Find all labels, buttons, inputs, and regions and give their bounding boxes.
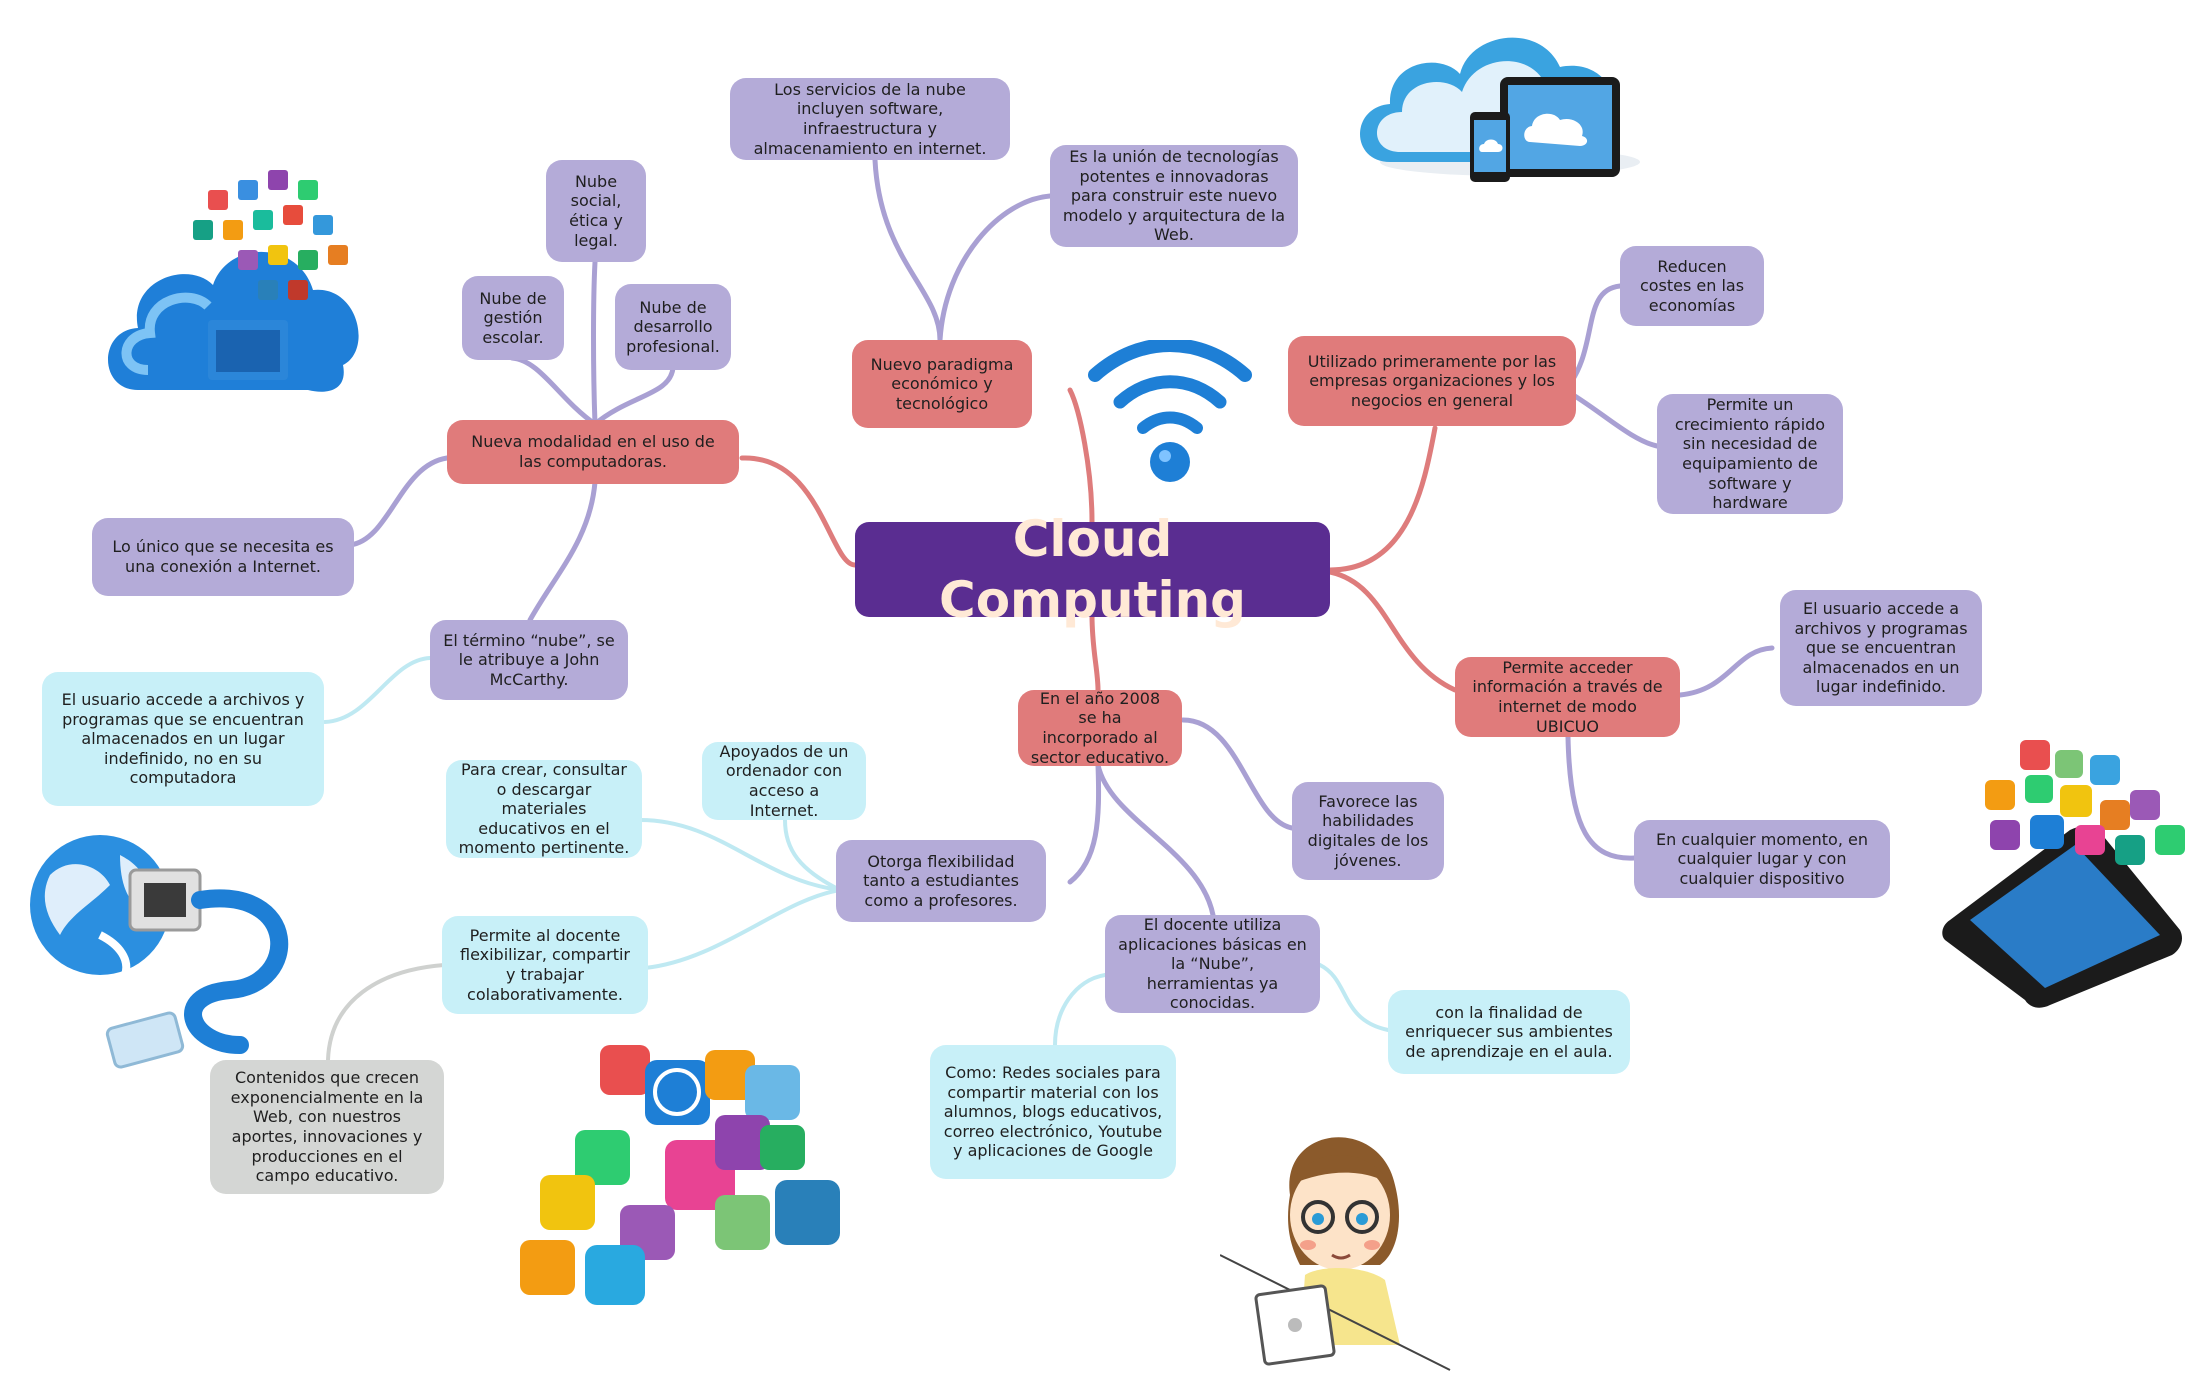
node-label: Nuevo paradigma económico y tecnológico (870, 354, 1014, 413)
node-finalidad-enriquecer: con la finalidad de enriquecer sus ambie… (1388, 990, 1630, 1074)
node-label: El término “nube”, se le atribuye a John… (443, 630, 615, 689)
node-label: Favorece las habilidades digitales de lo… (1307, 791, 1429, 870)
node-label: Permite acceder información a través de … (1472, 657, 1663, 736)
cyan-connectors (323, 656, 1390, 1047)
node-label: Los servicios de la nube incluyen softwa… (753, 79, 987, 158)
node-label: con la finalidad de enriquecer sus ambie… (1405, 1002, 1613, 1061)
node-label: Contenidos que crecen exponencialmente e… (230, 1068, 424, 1186)
node-label: Reducen costes en las economías (1639, 256, 1745, 315)
node-otorga-flexibilidad: Otorga flexibilidad tanto a estudiantes … (836, 840, 1046, 922)
node-label: El usuario accede a archivos y programas… (1794, 599, 1968, 697)
node-label: El usuario accede a archivos y programas… (61, 690, 305, 788)
node-label: Permite al docente flexibilizar, compart… (459, 925, 630, 1004)
node-cualquier-momento: En cualquier momento, en cualquier lugar… (1634, 820, 1890, 898)
app-icons-cluster-illustration (520, 1045, 850, 1305)
node-label: Nueva modalidad en el uso de las computa… (471, 432, 715, 471)
node-union-tecnologias: Es la unión de tecnologías potentes e in… (1050, 145, 1298, 247)
node-termino-nube: El término “nube”, se le atribuye a John… (430, 620, 628, 700)
node-como-redes: Como: Redes sociales para compartir mate… (930, 1045, 1176, 1179)
node-label: El docente utiliza aplicaciones básicas … (1118, 915, 1307, 1013)
central-topic-label: Cloud Computing (939, 509, 1246, 629)
node-nueva-modalidad: Nueva modalidad en el uso de las computa… (447, 420, 739, 484)
node-ano-2008: En el año 2008 se ha incorporado al sect… (1018, 688, 1182, 767)
girl-laptop-illustration (1219, 1105, 1470, 1375)
node-label: Nube de gestión escolar. (479, 288, 547, 347)
cloud-tablet-illustration (1350, 12, 1650, 192)
node-reducen-costes: Reducen costes en las economías (1620, 246, 1764, 326)
node-label: Como: Redes sociales para compartir mate… (943, 1063, 1163, 1161)
node-docente-aplicaciones: El docente utiliza aplicaciones básicas … (1105, 915, 1320, 1013)
node-usuario-accede-right: El usuario accede a archivos y programas… (1780, 590, 1982, 706)
smartphone-apps-illustration (1930, 730, 2200, 1010)
branch-connectors (739, 387, 1458, 693)
node-label: Para crear, consultar o descargar materi… (458, 760, 630, 858)
node-apoyados-ordenador: Apoyados de un ordenador con acceso a In… (702, 742, 866, 820)
node-conexion-internet: Lo único que se necesita es una conexión… (92, 518, 354, 596)
node-label: Otorga flexibilidad tanto a estudiantes … (863, 851, 1019, 910)
node-crear-consultar: Para crear, consultar o descargar materi… (446, 760, 642, 858)
node-label: Apoyados de un ordenador con acceso a In… (719, 741, 849, 820)
node-label: Nube social, ética y legal. (569, 171, 623, 250)
gray-connectors (326, 963, 446, 1062)
node-label: Lo único que se necesita es una conexión… (112, 537, 334, 576)
node-permite-docente: Permite al docente flexibilizar, compart… (442, 916, 648, 1014)
node-label: Permite un crecimiento rápido sin necesi… (1674, 395, 1826, 513)
node-servicios-nube: Los servicios de la nube incluyen softwa… (730, 78, 1010, 160)
node-label: En el año 2008 se ha incorporado al sect… (1030, 688, 1170, 767)
node-nube-gestion: Nube de gestión escolar. (462, 276, 564, 360)
node-usuario-accede-left: El usuario accede a archivos y programas… (42, 672, 324, 806)
node-nube-social: Nube social, ética y legal. (546, 160, 646, 262)
node-contenidos-crecen: Contenidos que crecen exponencialmente e… (210, 1060, 444, 1194)
cloud-apps-illustration (98, 150, 398, 410)
wifi-icon (1085, 338, 1255, 490)
node-habilidades-digitales: Favorece las habilidades digitales de lo… (1292, 782, 1444, 880)
node-crecimiento-rapido: Permite un crecimiento rápido sin necesi… (1657, 394, 1843, 514)
node-label: Utilizado primeramente por las empresas … (1307, 351, 1557, 410)
node-nube-desarrollo: Nube de desarrollo profesional. (615, 284, 731, 370)
node-utilizado-empresas: Utilizado primeramente por las empresas … (1288, 336, 1576, 426)
globe-cable-illustration (20, 815, 320, 1095)
node-label: Es la unión de tecnologías potentes e in… (1062, 147, 1286, 245)
central-topic: Cloud Computing (855, 510, 1330, 629)
node-nuevo-paradigma: Nuevo paradigma económico y tecnológico (852, 340, 1032, 428)
node-label: En cualquier momento, en cualquier lugar… (1656, 829, 1868, 888)
node-label: Nube de desarrollo profesional. (626, 297, 720, 356)
purple-connectors (347, 157, 1775, 918)
node-acceder-ubicuo: Permite acceder información a través de … (1455, 657, 1680, 737)
